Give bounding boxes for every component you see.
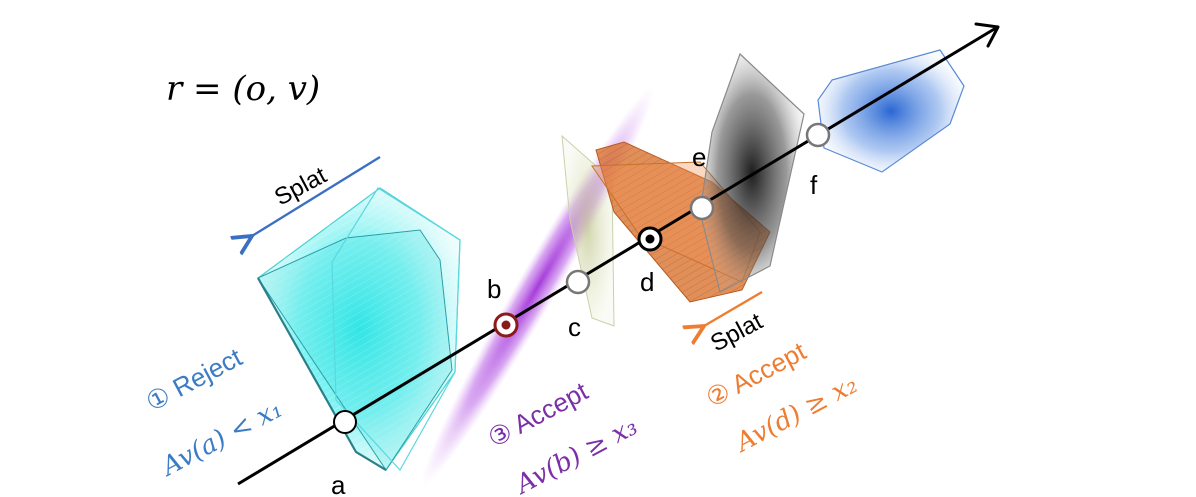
point-b-marker [493, 312, 519, 338]
point-e-marker [689, 195, 715, 221]
reject-title: ① Reject [141, 342, 248, 418]
point-b-label: b [487, 274, 501, 304]
ray-equation: r = (o, v) [166, 69, 320, 109]
point-c-marker [565, 269, 591, 295]
splat-e-gray [699, 52, 805, 293]
reject-condition: Av(a) < x₁ [155, 394, 287, 483]
point-d-label: d [640, 267, 654, 297]
point-a-label: a [331, 470, 346, 497]
point-f-label: f [810, 170, 818, 200]
splat-right-label: Splat [706, 308, 767, 358]
point-d-marker [637, 226, 663, 252]
splat-left-arrow [252, 155, 381, 236]
splat-right-arrow [704, 290, 763, 326]
point-a-marker [333, 410, 357, 434]
point-f-marker [805, 122, 831, 148]
ray [237, 22, 1000, 486]
point-c-label: c [568, 312, 581, 342]
splat-a-cyan [257, 187, 461, 472]
splat-f-blue [817, 49, 965, 173]
point-e-label: e [692, 142, 706, 172]
splat-left-label: Splat [270, 162, 331, 212]
